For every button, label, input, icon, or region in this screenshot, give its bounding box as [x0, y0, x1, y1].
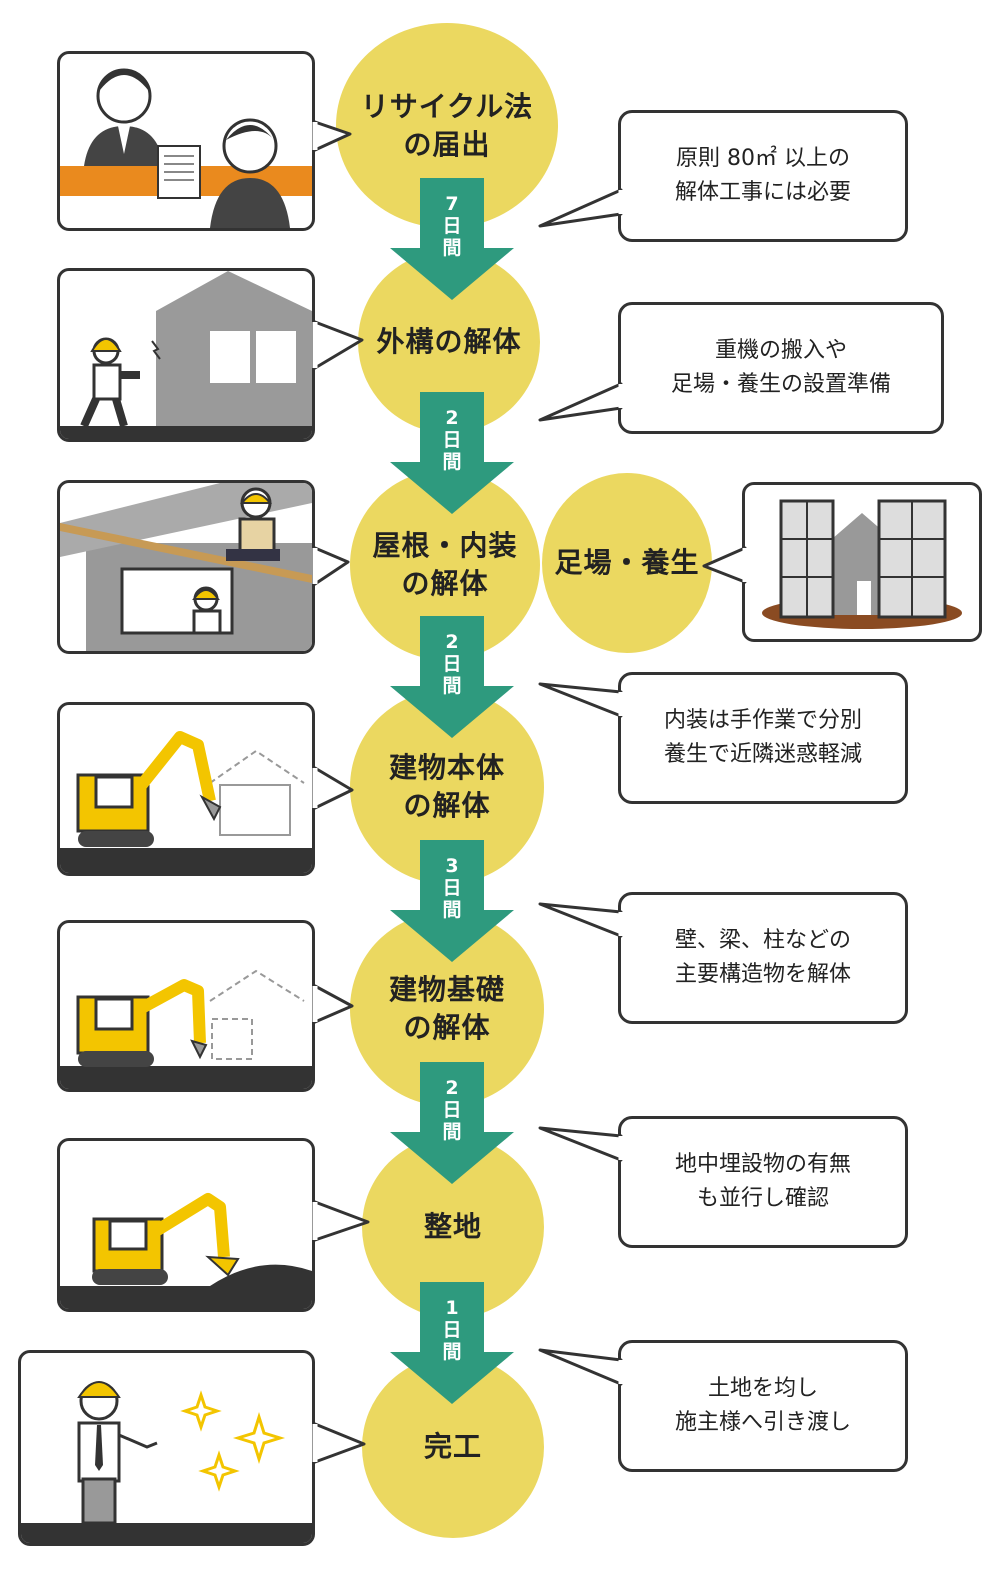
- step-label: 屋根・内装 の解体: [372, 529, 518, 600]
- note-completion: 土地を均し 施主様へ引き渡し: [618, 1340, 908, 1472]
- duration-label: 1 日 間: [442, 1297, 462, 1363]
- duration-arrow: [390, 1062, 514, 1184]
- duration-label: 3 日 間: [442, 855, 462, 921]
- bubble-tail: [313, 320, 364, 370]
- step-label: 建物基礎 の解体: [388, 973, 505, 1044]
- excavator-leveling-icon: [60, 1193, 312, 1309]
- note-text: 壁、梁、柱などの 主要構造物を解体: [674, 928, 851, 987]
- roof-workers-icon: [60, 483, 312, 651]
- note-text: 重機の搬入や 足場・養生の設置準備: [670, 338, 891, 397]
- note-foundation: 壁、梁、柱などの 主要構造物を解体: [618, 892, 908, 1024]
- illustration-inspector: [18, 1350, 315, 1546]
- duration-arrow: [390, 616, 514, 738]
- bubble-tail: [313, 120, 352, 152]
- illustration-roof-workers: [57, 480, 315, 654]
- step-label: 整地: [423, 1210, 482, 1243]
- note-text: 土地を均し 施主様へ引き渡し: [674, 1376, 851, 1435]
- bubble-tail: [538, 1126, 623, 1162]
- office-counter-icon: [60, 68, 312, 228]
- note-exterior: 重機の搬入や 足場・養生の設置準備: [618, 302, 944, 434]
- bubble-tail: [313, 1422, 366, 1464]
- duration-label: 2 日 間: [442, 631, 462, 697]
- illustration-scaffolding-house: [742, 482, 982, 642]
- step-label: 建物本体 の解体: [388, 751, 505, 822]
- duration-arrow: [390, 1282, 514, 1404]
- note-text: 内装は手作業で分別 養生で近隣迷惑軽減: [663, 708, 862, 767]
- duration-label: 2 日 間: [442, 407, 462, 473]
- bubble-tail: [538, 682, 623, 718]
- bubble-tail: [313, 984, 354, 1024]
- bubble-tail: [313, 546, 350, 586]
- duration-label: 7 日 間: [442, 193, 462, 259]
- illustration-excavator-leveling: [57, 1138, 315, 1312]
- note-text: 地中埋設物の有無 も並行し確認: [674, 1152, 851, 1211]
- bubble-tail: [538, 382, 623, 422]
- duration-arrow: [390, 392, 514, 514]
- bubble-tail: [538, 1348, 623, 1386]
- note-text: 原則 80㎡ 以上の 解体工事には必要: [674, 146, 851, 205]
- step-label: 完工: [423, 1430, 482, 1463]
- bubble-tail: [313, 766, 354, 810]
- illustration-excavator-house: [57, 702, 315, 876]
- worker-drilling-wall-icon: [60, 271, 312, 439]
- bubble-tail: [538, 902, 623, 938]
- bubble-tail: [702, 546, 747, 584]
- duration-label: 2 日 間: [442, 1077, 462, 1143]
- bubble-tail: [538, 188, 623, 228]
- illustration-office-counter: [57, 51, 315, 231]
- inspector-sparkle-icon: [21, 1381, 312, 1543]
- duration-arrow: [390, 840, 514, 962]
- duration-arrow: [390, 178, 514, 300]
- bubble-tail: [313, 1200, 370, 1242]
- illustration-worker-drilling: [57, 268, 315, 442]
- note-leveling: 地中埋設物の有無 も並行し確認: [618, 1116, 908, 1248]
- illustration-excavator-foundation: [57, 920, 315, 1092]
- scaffolding-house-icon: [762, 499, 962, 629]
- note-main-building: 内装は手作業で分別 養生で近隣迷惑軽減: [618, 672, 908, 804]
- side-step-label: 足場・養生: [554, 546, 700, 579]
- step-label: 外構の解体: [376, 325, 522, 358]
- note-recycle-notice: 原則 80㎡ 以上の 解体工事には必要: [618, 110, 908, 242]
- excavator-house-icon: [60, 731, 312, 873]
- excavator-foundation-icon: [60, 969, 312, 1089]
- step-label: リサイクル法 の届出: [360, 89, 534, 161]
- step-circle-scaffolding: 足場・養生: [542, 473, 712, 653]
